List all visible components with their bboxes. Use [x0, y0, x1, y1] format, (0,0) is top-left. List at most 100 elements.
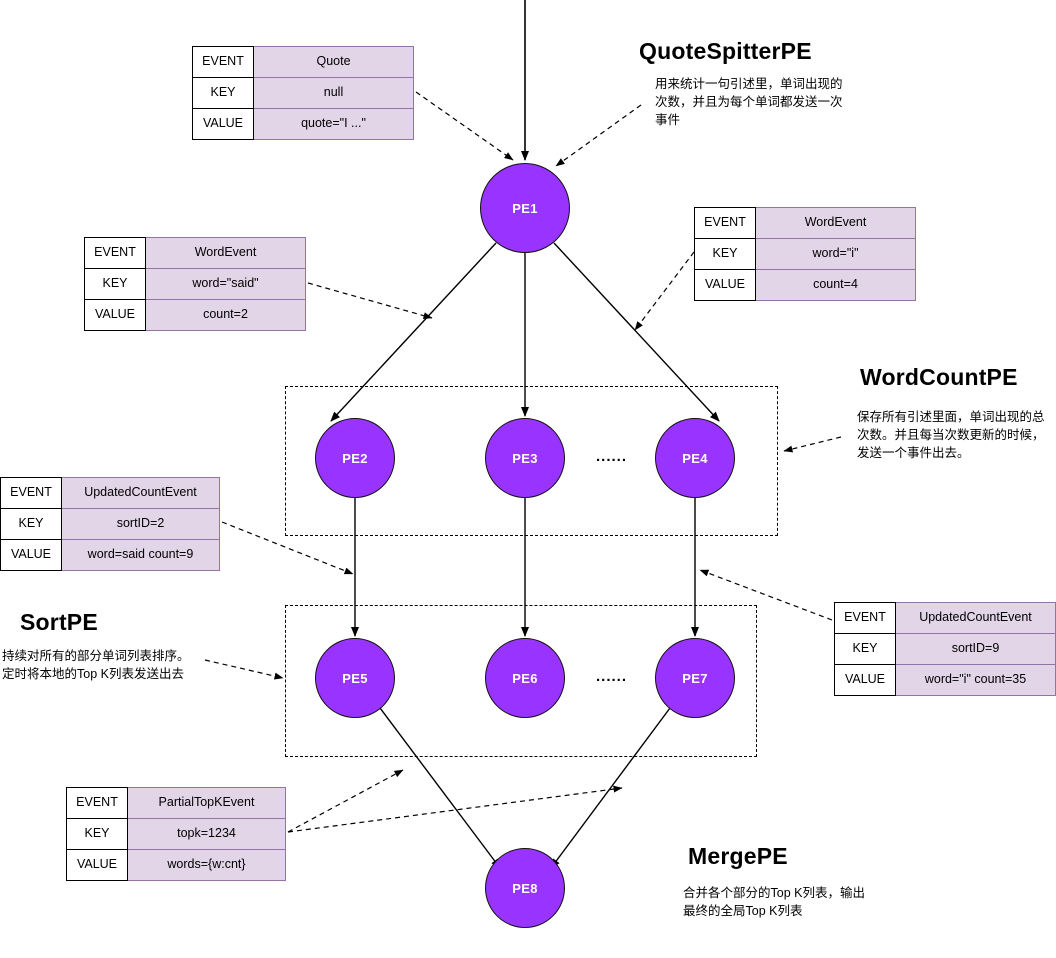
edge-pe7-pe8: [550, 707, 671, 869]
edge-pe1-pe4: [553, 242, 720, 422]
cell-event: WordEvent: [755, 207, 916, 239]
row-label-value: VALUE: [694, 269, 756, 301]
row-label-value: VALUE: [834, 664, 896, 696]
ellipsis-sort-row: ......: [596, 668, 628, 685]
node-pe3-label: PE3: [512, 450, 538, 466]
row-label-value: VALUE: [192, 108, 254, 140]
table-row: EVENT Quote: [192, 46, 414, 78]
section-title-merge: MergePE: [688, 843, 788, 869]
table-row: EVENT PartialTopKEvent: [66, 787, 286, 819]
row-label-key: KEY: [84, 268, 146, 300]
cell-event: PartialTopKEvent: [127, 787, 286, 819]
cell-value: word="i" count=35: [895, 664, 1056, 696]
section-note-wordcount: 保存所有引述里面，单词出现的总 次数。并且每当次数更新的时候， 发送一个事件出去…: [857, 410, 1045, 461]
leader-quotespitter-note: [555, 104, 642, 167]
event-table-updated-count-2: EVENT UpdatedCountEvent KEY sortID=2 VAL…: [0, 477, 220, 571]
leader-word-event-said: [307, 282, 433, 320]
cell-key: word="i": [755, 238, 916, 270]
table-row: EVENT UpdatedCountEvent: [0, 477, 220, 509]
table-row: KEY null: [192, 77, 414, 109]
leader-updated-count-9: [699, 569, 833, 621]
table-row: VALUE quote="I ...": [192, 108, 414, 140]
cell-key: topk=1234: [127, 818, 286, 850]
table-row: KEY sortID=9: [834, 633, 1056, 665]
event-table-partial-topk: EVENT PartialTopKEvent KEY topk=1234 VAL…: [66, 787, 286, 881]
leader-partial-topk-a: [287, 769, 404, 833]
node-pe5-label: PE5: [342, 670, 368, 686]
cell-event: UpdatedCountEvent: [61, 477, 220, 509]
row-label-event: EVENT: [834, 602, 896, 634]
edge-pe5-pe8: [379, 707, 501, 869]
table-row: VALUE words={w:cnt}: [66, 849, 286, 881]
table-row: EVENT WordEvent: [694, 207, 916, 239]
event-table-quote-event: EVENT Quote KEY null VALUE quote="I ...": [192, 46, 414, 140]
table-row: VALUE count=2: [84, 299, 306, 331]
cell-event: UpdatedCountEvent: [895, 602, 1056, 634]
node-pe6-label: PE6: [512, 670, 538, 686]
node-pe1[interactable]: PE1: [480, 163, 570, 253]
group-box-sort: [285, 605, 757, 757]
section-note-merge: 合并各个部分的Top K列表，输出 最终的全局Top K列表: [683, 886, 865, 919]
cell-value: count=2: [145, 299, 306, 331]
edge-pe1-pe2: [330, 242, 497, 422]
row-label-event: EVENT: [694, 207, 756, 239]
cell-event: Quote: [253, 46, 414, 78]
table-row: KEY topk=1234: [66, 818, 286, 850]
row-label-key: KEY: [834, 633, 896, 665]
section-note-quotespitter: 用来统计一句引述里，单词出现的 次数，并且为每个单词都发送一次 事件: [655, 77, 843, 128]
leader-quote-event: [415, 91, 514, 161]
row-label-event: EVENT: [84, 237, 146, 269]
node-pe8-label: PE8: [512, 880, 538, 896]
table-row: KEY sortID=2: [0, 508, 220, 540]
table-row: EVENT WordEvent: [84, 237, 306, 269]
node-pe4[interactable]: PE4: [655, 418, 735, 498]
node-pe4-label: PE4: [682, 450, 708, 466]
section-title-wordcount: WordCountPE: [860, 364, 1018, 390]
cell-value: count=4: [755, 269, 916, 301]
cell-value: word=said count=9: [61, 539, 220, 571]
event-table-word-event-said: EVENT WordEvent KEY word="said" VALUE co…: [84, 237, 306, 331]
table-row: KEY word="said": [84, 268, 306, 300]
cell-value: quote="I ...": [253, 108, 414, 140]
cell-key: null: [253, 77, 414, 109]
section-note-sort: 持续对所有的部分单词列表排序。 定时将本地的Top K列表发送出去: [2, 649, 190, 682]
node-pe5[interactable]: PE5: [315, 638, 395, 718]
row-label-value: VALUE: [84, 299, 146, 331]
event-table-word-event-i: EVENT WordEvent KEY word="i" VALUE count…: [694, 207, 916, 301]
node-pe2[interactable]: PE2: [315, 418, 395, 498]
node-pe1-label: PE1: [512, 200, 538, 216]
node-pe7-label: PE7: [682, 670, 708, 686]
cell-key: sortID=9: [895, 633, 1056, 665]
row-label-value: VALUE: [66, 849, 128, 881]
section-title-sort: SortPE: [20, 609, 98, 635]
node-pe3[interactable]: PE3: [485, 418, 565, 498]
row-label-key: KEY: [694, 238, 756, 270]
node-pe6[interactable]: PE6: [485, 638, 565, 718]
section-title-quotespitter: QuoteSpitterPE: [639, 38, 812, 64]
row-label-event: EVENT: [192, 46, 254, 78]
leader-wordcount-note: [783, 436, 842, 453]
row-label-key: KEY: [66, 818, 128, 850]
node-pe7[interactable]: PE7: [655, 638, 735, 718]
group-box-wordcount: [285, 386, 778, 536]
leader-word-event-i: [634, 251, 695, 331]
row-label-key: KEY: [0, 508, 62, 540]
table-row: VALUE word="i" count=35: [834, 664, 1056, 696]
cell-key: word="said": [145, 268, 306, 300]
row-label-event: EVENT: [0, 477, 62, 509]
table-row: VALUE word=said count=9: [0, 539, 220, 571]
node-pe8[interactable]: PE8: [485, 848, 565, 928]
row-label-key: KEY: [192, 77, 254, 109]
table-row: VALUE count=4: [694, 269, 916, 301]
leader-updated-count-2: [221, 521, 354, 575]
ellipsis-wordcount-row: ......: [596, 448, 628, 465]
row-label-value: VALUE: [0, 539, 62, 571]
leader-partial-topk-b: [287, 785, 623, 833]
row-label-event: EVENT: [66, 787, 128, 819]
node-pe2-label: PE2: [342, 450, 368, 466]
cell-key: sortID=2: [61, 508, 220, 540]
table-row: EVENT UpdatedCountEvent: [834, 602, 1056, 634]
cell-event: WordEvent: [145, 237, 306, 269]
